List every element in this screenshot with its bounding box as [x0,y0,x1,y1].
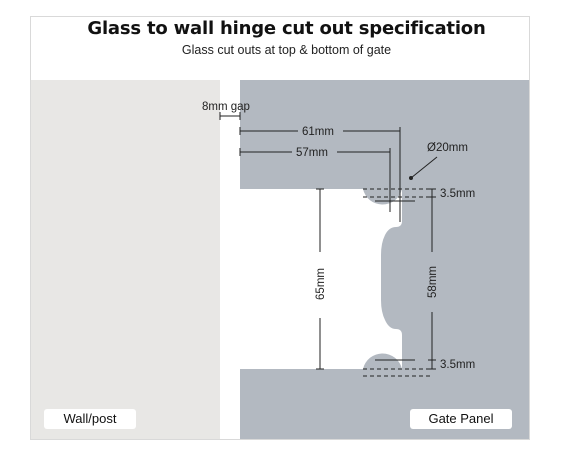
width-inner-dimension [239,148,391,212]
top-hole-guides [363,188,432,202]
hole-diameter-label: Ø20mm [427,142,468,154]
width-outer-label: 61mm [302,126,334,138]
gap-label: 8mm gap [202,101,250,113]
diameter-leader [410,156,438,179]
wall-post-label: Wall/post [44,409,136,429]
gate-panel-label: Gate Panel [410,409,512,429]
wall-post-panel [31,80,220,439]
page-subtitle: Glass cut outs at top & bottom of gate [181,43,392,57]
bottom-hole-guides [363,359,432,377]
offset-bottom-label: 3.5mm [440,359,475,371]
offset-top-label: 3.5mm [440,188,475,200]
diameter-leader-dot [409,176,413,180]
offset-bottom-dimension [428,360,436,370]
cutout-height-dimension [316,188,324,370]
hole-spacing-label: 58mm [427,266,439,298]
gap-dimension [219,112,241,120]
gate-panel [240,80,529,439]
page-title: Glass to wall hinge cut out specificatio… [87,18,486,39]
cutout-height-label: 65mm [315,268,327,300]
width-inner-label: 57mm [296,147,328,159]
width-outer-dimension [239,127,401,222]
